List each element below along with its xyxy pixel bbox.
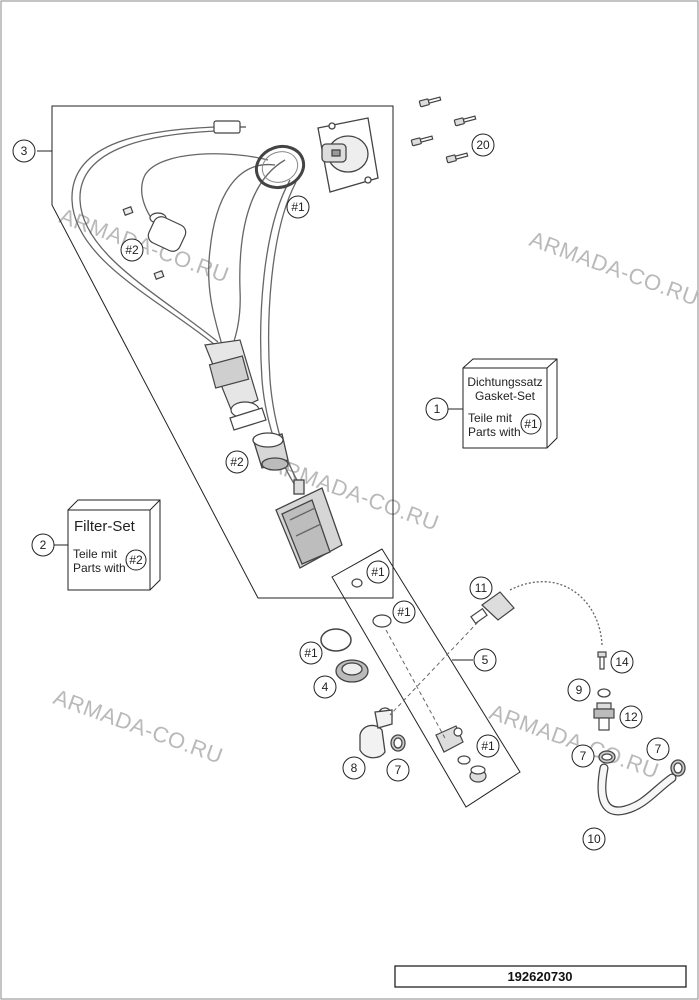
callout-7: 7 bbox=[386, 758, 410, 782]
svg-text:2: 2 bbox=[40, 538, 47, 552]
fuel-line-connector bbox=[470, 591, 515, 625]
harness-connector bbox=[213, 120, 241, 134]
svg-text:9: 9 bbox=[576, 683, 583, 697]
svg-text:#1: #1 bbox=[397, 605, 411, 619]
callout-ref-2: #2 bbox=[225, 450, 249, 474]
svg-text:#1: #1 bbox=[304, 646, 318, 660]
o-ring bbox=[597, 688, 611, 698]
dashed-line bbox=[389, 621, 479, 716]
wiring-harness bbox=[71, 126, 301, 486]
part-number: 192620730 bbox=[507, 969, 572, 984]
svg-text:#1: #1 bbox=[291, 200, 305, 214]
svg-text:11: 11 bbox=[475, 581, 488, 595]
bolt bbox=[597, 651, 607, 670]
sealing-cap bbox=[335, 659, 369, 683]
hose-clamp bbox=[390, 734, 406, 752]
callout-12: 12 bbox=[619, 705, 643, 729]
svg-text:#1: #1 bbox=[481, 739, 495, 753]
svg-text:4: 4 bbox=[322, 680, 329, 694]
gasket-set-title-de: Dichtungssatz bbox=[467, 375, 542, 389]
callout-1: 1 bbox=[425, 397, 449, 421]
callout-14: 14 bbox=[610, 650, 634, 674]
hose-clamp bbox=[670, 759, 686, 777]
assembly-outline-3 bbox=[51, 105, 394, 599]
watermark: ARMADA-CO.RU bbox=[50, 684, 226, 768]
flange-gasket-ring bbox=[254, 144, 306, 190]
watermark: ARMADA-CO.RU bbox=[526, 226, 699, 310]
filter-set-box: Filter-Set Teile mit Parts with #2 bbox=[67, 499, 161, 591]
gasket-set-ref: #1 bbox=[524, 417, 538, 431]
gasket-set-box: Dichtungssatz Gasket-Set Teile mit Parts… bbox=[462, 358, 558, 449]
callout-8: 8 bbox=[342, 756, 366, 780]
fuel-pump-body bbox=[204, 339, 267, 431]
svg-text:7: 7 bbox=[655, 742, 662, 756]
svg-text:#1: #1 bbox=[371, 565, 385, 579]
quick-connector bbox=[435, 725, 487, 783]
callout-ref-1: #1 bbox=[392, 600, 416, 624]
callout-20: 20 bbox=[471, 133, 495, 157]
svg-text:7: 7 bbox=[395, 763, 402, 777]
hose-fitting bbox=[593, 702, 615, 731]
assembly-outline-5 bbox=[331, 548, 521, 808]
hose-clamp bbox=[598, 750, 616, 764]
filter-set-ref: #2 bbox=[129, 553, 143, 567]
callout-7: 7 bbox=[571, 744, 595, 768]
o-ring bbox=[372, 614, 392, 628]
callout-2: 2 bbox=[31, 533, 55, 557]
svg-text:14: 14 bbox=[615, 655, 629, 669]
callout-7: 7 bbox=[646, 737, 670, 761]
fuel-line-dashed bbox=[509, 581, 603, 646]
callout-ref-1: #1 bbox=[286, 195, 310, 219]
callout-3: 3 bbox=[12, 139, 36, 163]
o-ring bbox=[351, 578, 363, 588]
callout-10: 10 bbox=[582, 827, 606, 851]
elbow-hose bbox=[359, 707, 393, 759]
gasket-set-line1: Teile mit bbox=[468, 411, 513, 425]
svg-text:8: 8 bbox=[351, 761, 358, 775]
svg-text:#2: #2 bbox=[125, 243, 139, 257]
svg-text:1: 1 bbox=[434, 402, 441, 416]
callout-ref-2: #2 bbox=[120, 238, 144, 262]
svg-text:5: 5 bbox=[482, 653, 489, 667]
flange-gasket bbox=[320, 628, 352, 652]
screws-set bbox=[410, 96, 477, 164]
filter-set-line2: Parts with bbox=[73, 561, 126, 575]
svg-text:12: 12 bbox=[624, 710, 638, 724]
svg-text:20: 20 bbox=[476, 138, 490, 152]
svg-text:3: 3 bbox=[21, 144, 28, 158]
pump-flange bbox=[317, 117, 379, 193]
gasket-set-title-en: Gasket-Set bbox=[475, 389, 536, 403]
o-ring bbox=[457, 755, 471, 765]
callout-ref-1: #1 bbox=[366, 560, 390, 584]
gasket-set-line2: Parts with bbox=[468, 425, 521, 439]
callout-4: 4 bbox=[313, 675, 337, 699]
filter-set-title: Filter-Set bbox=[74, 518, 136, 535]
callout-9: 9 bbox=[567, 678, 591, 702]
filter-set-line1: Teile mit bbox=[73, 547, 118, 561]
part-number-box bbox=[394, 965, 687, 988]
svg-text:10: 10 bbox=[587, 832, 601, 846]
callout-5: 5 bbox=[473, 648, 497, 672]
fuel-filter bbox=[122, 206, 187, 280]
callout-11: 11 bbox=[469, 576, 493, 600]
filter-sleeve bbox=[252, 432, 289, 471]
svg-text:#2: #2 bbox=[230, 455, 244, 469]
callout-ref-1: #1 bbox=[476, 734, 500, 758]
pump-housing bbox=[275, 479, 343, 569]
svg-text:7: 7 bbox=[580, 749, 587, 763]
callout-ref-1: #1 bbox=[299, 641, 323, 665]
